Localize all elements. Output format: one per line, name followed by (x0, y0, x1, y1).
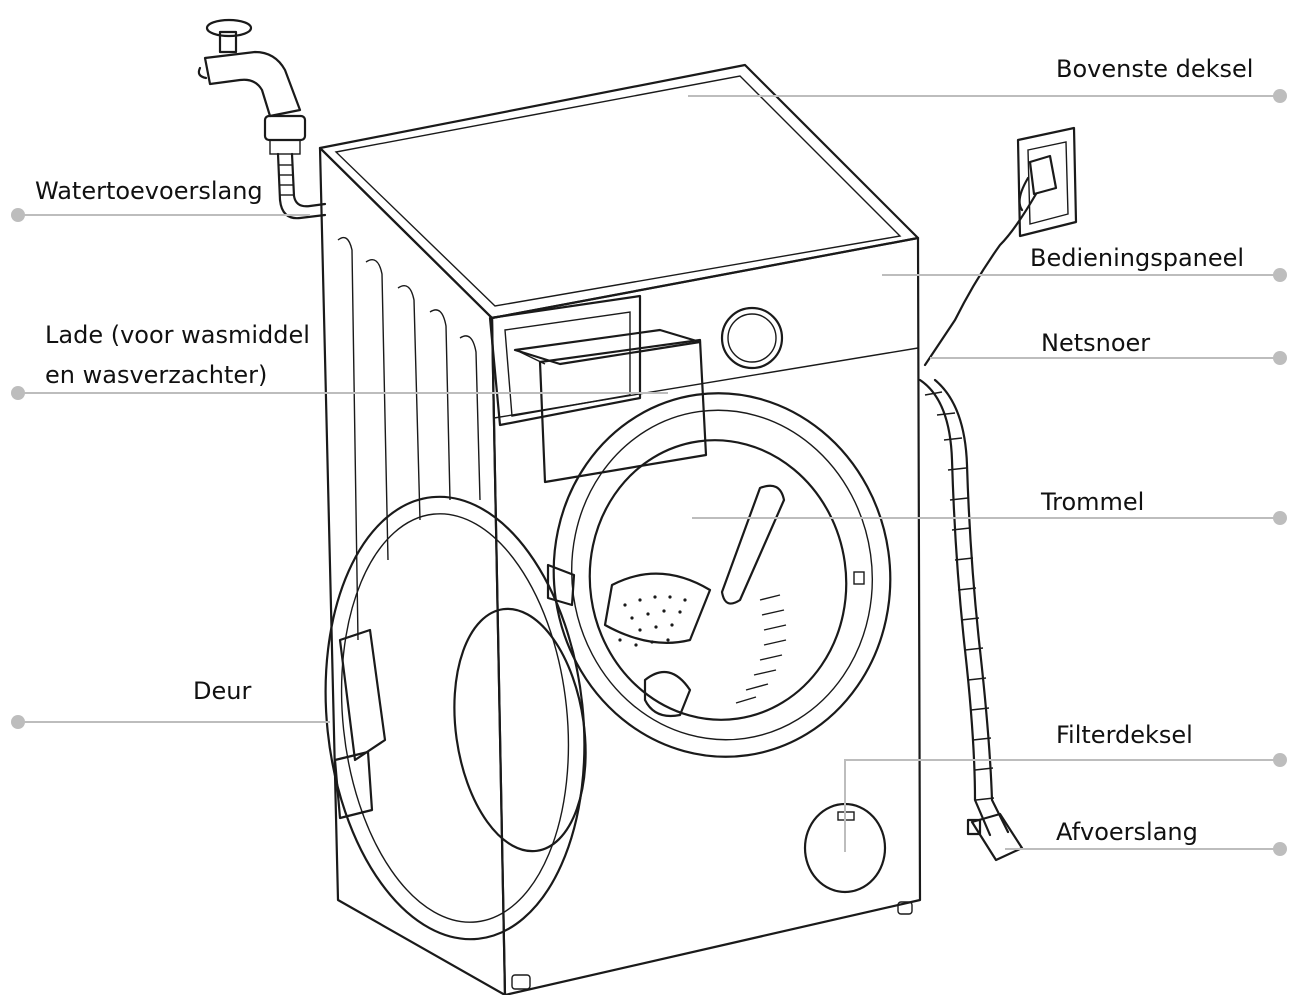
label-drawer-line2: en wasverzachter) (45, 361, 268, 389)
leader-lines (11, 89, 1287, 856)
drain-hose-shape (918, 378, 1024, 862)
label-top-cover: Bovenste deksel (1056, 55, 1254, 83)
side-ribs (337, 236, 481, 641)
power-cord-shape (923, 176, 1038, 367)
leader-filter-cover (844, 759, 1280, 852)
machine-body (318, 63, 922, 995)
label-drawer-line1: Lade (voor wasmiddel (45, 321, 310, 349)
water-tap (197, 18, 307, 155)
drum-perforations (618, 595, 687, 647)
top-cover-shape (318, 63, 920, 320)
program-knob (720, 306, 784, 370)
water-inlet-hose-shape (276, 152, 327, 220)
door-shape (324, 495, 587, 941)
detergent-drawer (488, 294, 708, 484)
label-door: Deur (193, 677, 252, 705)
drum-assembly (552, 392, 892, 758)
label-drum: Trommel (1041, 488, 1145, 516)
label-control-panel: Bedieningspaneel (1030, 244, 1245, 272)
label-power-cord: Netsnoer (1041, 329, 1151, 357)
front-panel (490, 236, 922, 995)
label-water-inlet-hose: Watertoevoerslang (35, 177, 263, 205)
side-panel (318, 146, 507, 995)
label-filter-cover: Filterdeksel (1056, 721, 1193, 749)
label-drain-hose: Afvoerslang (1056, 818, 1198, 846)
